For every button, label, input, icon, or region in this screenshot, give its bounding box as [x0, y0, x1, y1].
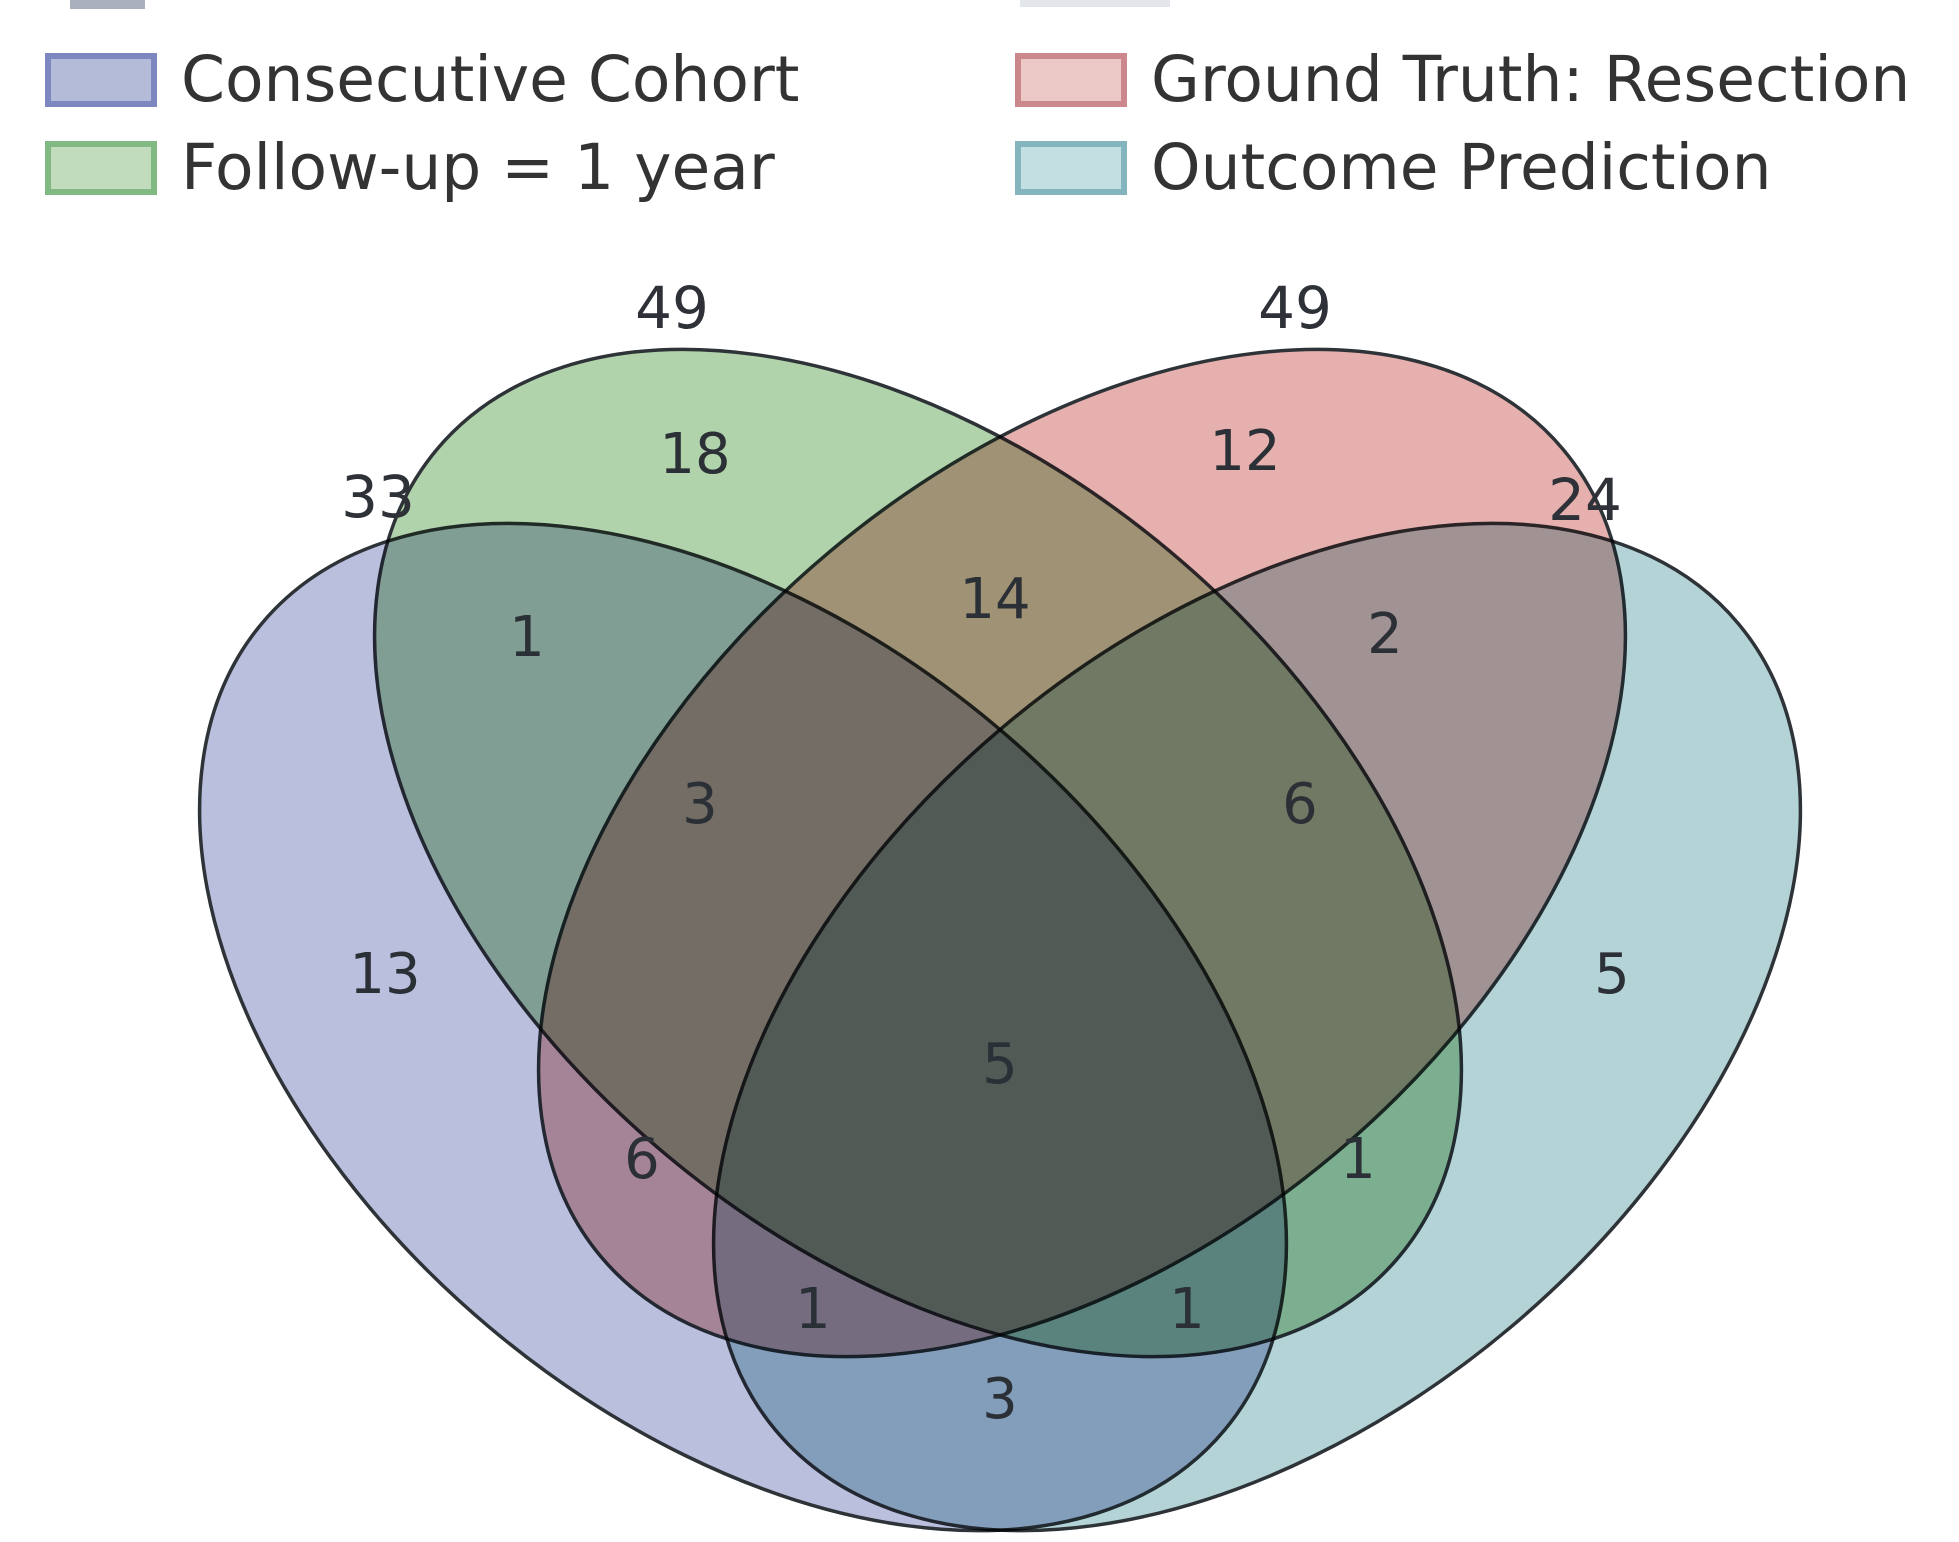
set-total-follow-up: 49: [635, 274, 709, 342]
region-count-D: 5: [1594, 942, 1630, 1007]
region-count-AC: 6: [624, 1127, 660, 1192]
region-count-ABCD: 5: [982, 1032, 1018, 1097]
region-count-AD: 3: [982, 1367, 1018, 1432]
set-total-ground-truth: 49: [1258, 274, 1332, 342]
legend-label: Outcome Prediction: [1151, 131, 1772, 204]
region-count-A: 13: [349, 942, 421, 1007]
region-count-CD: 2: [1367, 602, 1403, 667]
legend-item-consecutive-cohort: Consecutive Cohort: [45, 48, 800, 111]
top-left-crop-artifact: [70, 0, 145, 9]
region-count-AB: 1: [509, 605, 545, 670]
region-count-ABD: 1: [1169, 1277, 1205, 1342]
region-count-ACD: 1: [795, 1277, 831, 1342]
region-count-BD: 1: [1340, 1127, 1376, 1192]
region-count-BCD: 6: [1282, 772, 1318, 837]
legend-item-ground-truth: Ground Truth: Resection: [1015, 48, 1910, 111]
set-total-outcome-prediction: 24: [1548, 466, 1622, 534]
consecutive-cohort-swatch: [45, 52, 157, 107]
ellipse-outcome-prediction: [711, 521, 1803, 1533]
legend-item-follow-up: Follow-up = 1 year: [45, 136, 775, 199]
region-count-BC: 14: [959, 567, 1031, 632]
set-total-consecutive-cohort: 33: [341, 463, 415, 531]
region-count-ABC: 3: [682, 772, 718, 837]
legend-item-outcome-prediction: Outcome Prediction: [1015, 136, 1772, 199]
outcome-prediction-swatch: [1015, 140, 1127, 195]
legend-label: Consecutive Cohort: [181, 43, 800, 116]
ground-truth-swatch: [1015, 52, 1127, 107]
region-count-B: 18: [659, 422, 731, 487]
legend-label: Ground Truth: Resection: [1151, 43, 1911, 116]
follow-up-swatch: [45, 140, 157, 195]
legend-label: Follow-up = 1 year: [181, 131, 775, 204]
region-count-C: 12: [1209, 419, 1281, 484]
top-right-crop-artifact: [1020, 0, 1170, 7]
